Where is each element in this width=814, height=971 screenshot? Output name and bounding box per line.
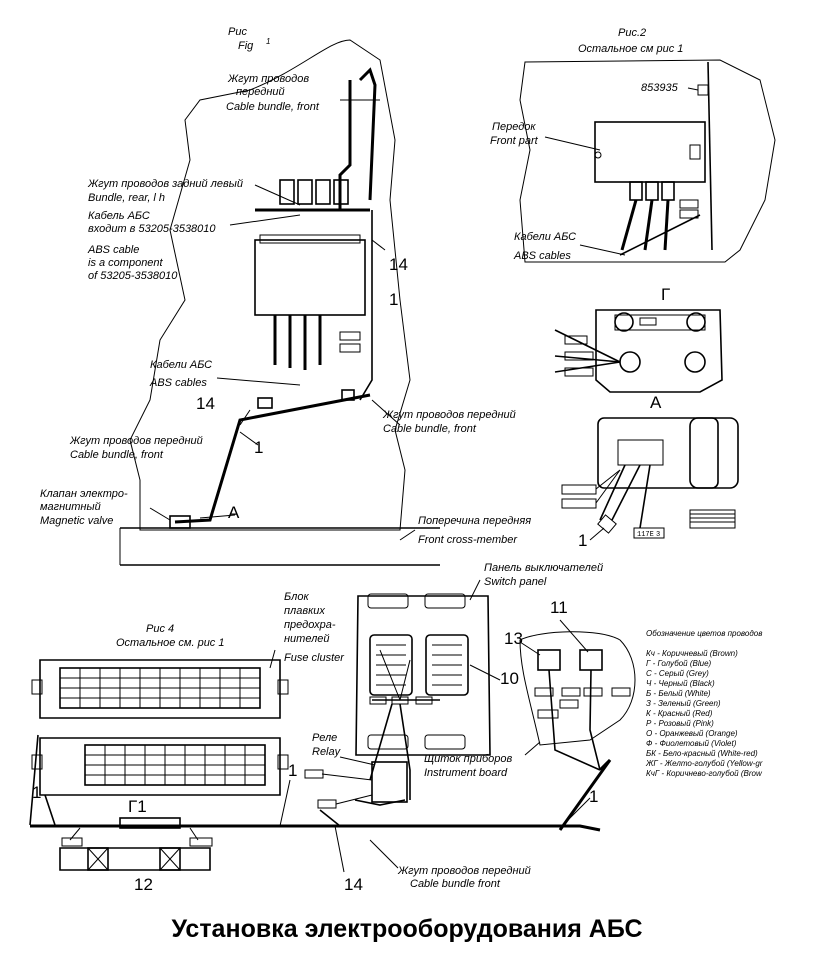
fuse-ru-2: плавких (284, 605, 325, 617)
part-number-853935: 853935 (641, 82, 679, 94)
legend-item: Г - Голубой (Blue) (646, 659, 712, 668)
view-a-title: A (650, 393, 662, 412)
front-part-en: Front part (490, 135, 539, 147)
switch-panel-en: Switch panel (484, 576, 547, 588)
fig2-caption-sub: Остальное см рис 1 (578, 43, 683, 55)
fuse-ru-1: Блок (284, 591, 309, 603)
bundle-rear-ru: Жгут проводов задний левый (87, 178, 243, 190)
fuse-en: Fuse cluster (284, 652, 345, 664)
relay-en: Relay (312, 746, 342, 758)
callout-10: 10 (500, 669, 519, 688)
view-g-title: Г (661, 285, 670, 304)
fig4-bundle-en: Cable bundle front (410, 878, 501, 890)
legend-item: С - Серый (Grey) (646, 669, 709, 678)
legend-item: О - Оранжевый (Orange) (646, 729, 738, 738)
fuse-ru-4: нителей (284, 633, 330, 645)
valve-en: Magnetic valve (40, 515, 113, 527)
valve-ru-2: магнитный (40, 501, 101, 513)
abs-cable-en-2: is a component (88, 257, 164, 269)
figure-4: Рис 4 Остальное см. рис 1 Г1 12 (29, 562, 636, 894)
fuse-ru-3: предохра- (284, 619, 336, 631)
abs-cable-en-1: ABS cable (87, 244, 139, 256)
fig4-bundle-ru: Жгут проводов передний (397, 865, 531, 877)
legend-item: Р - Розовый (Pink) (646, 719, 714, 728)
bundle-front-right-en: Cable bundle, front (383, 423, 477, 435)
callout-14-right: 14 (389, 255, 408, 274)
abs-cables-en: ABS cables (149, 377, 207, 389)
instrument-board-ru: Щиток приборов (424, 753, 513, 765)
bundle-front-right-ru: Жгут проводов передний (382, 409, 516, 421)
legend-title: Обозначение цветов проводов (646, 629, 762, 638)
fig4-callout-1-mid: 1 (288, 761, 297, 780)
fig2-caption-ru: Рис.2 (618, 27, 646, 39)
view-a-marker: A (228, 503, 240, 522)
drawing-title: Установка электрооборудования АБС (171, 915, 643, 943)
abs-cables-ru: Кабели АБС (150, 359, 212, 371)
legend-item: КчГ - Коричнево-голубой (Brow (646, 769, 763, 778)
legend-item: ЖГ - Желто-голубой (Yellow-gr (645, 759, 763, 768)
callout-14-left: 14 (196, 394, 215, 413)
fig1-caption-ru: Рис (228, 26, 247, 38)
legend-item: Кч - Коричневый (Brown) (646, 649, 738, 658)
view-g1-marker: Г1 (128, 797, 147, 816)
callout-11: 11 (550, 598, 568, 617)
relay-ru: Реле (312, 732, 337, 744)
bundle-front-top-ru-2: передний (236, 86, 285, 98)
legend-item: Ф - Фиолетовый (Violet) (646, 739, 737, 748)
legend-item: К - Красный (Red) (646, 709, 713, 718)
fig4-callout-14: 14 (344, 875, 363, 894)
abs-cable-ru-1: Кабель АБС (88, 210, 150, 222)
legend-item: З - Зеленый (Green) (646, 699, 721, 708)
crossmember-en: Front cross-member (418, 534, 518, 546)
bundle-front-left-ru: Жгут проводов передний (69, 435, 203, 447)
tag-3: 3 (656, 531, 660, 539)
figure-1: Рис Fig 1 Жгут проводов передний Cable b… (40, 26, 531, 566)
figure-2: Рис.2 Остальное см рис 1 853935 Передок … (490, 27, 776, 550)
fig4-caption-ru: Рис 4 (146, 623, 174, 635)
fig4-callout-1-right: 1 (589, 787, 598, 806)
tag-117e: 117Е (637, 531, 654, 539)
legend-item: Ч - Черный (Black) (646, 679, 715, 688)
bundle-rear-en: Bundle, rear, l h (88, 192, 165, 204)
fig4-caption-sub: Остальное см. рис 1 (116, 637, 225, 649)
abs-cable-en-3: of 53205-3538010 (88, 270, 178, 282)
callout-12: 12 (134, 875, 153, 894)
callout-1-right: 1 (389, 290, 398, 309)
wire-color-legend: Обозначение цветов проводов Кч - Коричне… (645, 629, 763, 778)
fig2-callout-1: 1 (578, 531, 587, 550)
switch-panel-ru: Панель выключателей (484, 562, 603, 574)
legend-item: БК - Бело-красный (White-red) (646, 749, 758, 758)
bundle-front-top-en: Cable bundle, front (226, 101, 320, 113)
crossmember-ru: Поперечина передняя (418, 515, 531, 527)
abs-cable-ru-2: входит в 53205-3538010 (88, 223, 216, 235)
instrument-board-en: Instrument board (424, 767, 508, 779)
fig2-abs-cables-en: ABS cables (513, 250, 571, 262)
fig1-caption-num: 1 (266, 37, 270, 46)
callout-1-left: 1 (254, 438, 263, 457)
callout-13: 13 (504, 629, 523, 648)
fig4-callout-1-left: 1 (32, 783, 41, 802)
legend-item: Б - Белый (White) (646, 689, 711, 698)
bundle-front-left-en: Cable bundle, front (70, 449, 164, 461)
fig2-abs-cables-ru: Кабели АБС (514, 231, 576, 243)
fig1-caption-en: Fig (238, 40, 254, 52)
bundle-front-top-ru-1: Жгут проводов (227, 73, 309, 85)
valve-ru-1: Клапан электро- (40, 488, 128, 500)
front-part-ru: Передок (492, 121, 536, 133)
